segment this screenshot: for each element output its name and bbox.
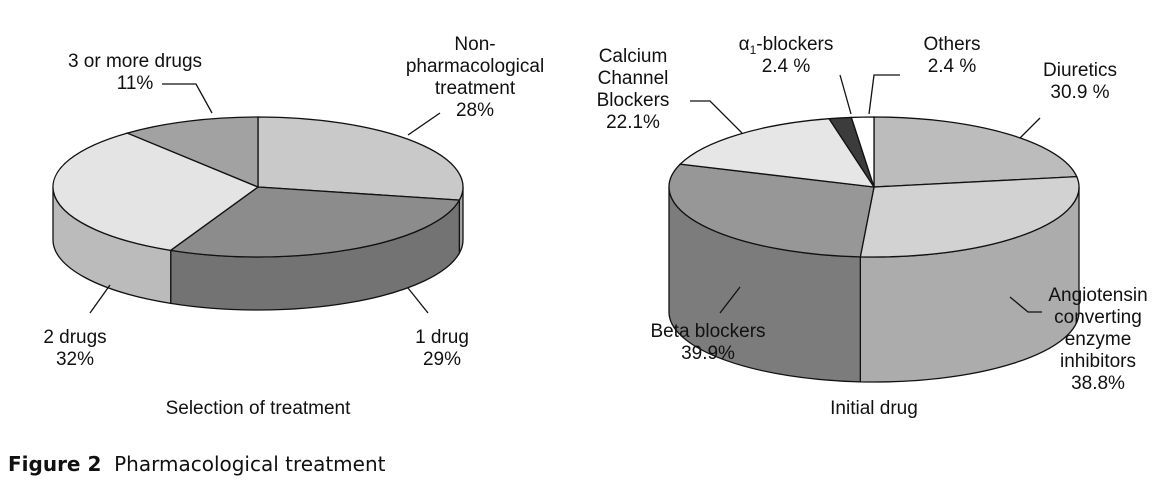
leader-line [1019,117,1041,139]
leader-line [1009,296,1042,313]
pie-slice-angiotensin-converting-enzyme-inhibitors [859,175,1080,258]
chart-title-initial-drug: Initial drug [830,398,918,419]
leader-line [89,284,111,314]
leader-line [162,83,213,114]
pie-slice-3-or-more-drugs [125,116,259,188]
pie-slice-non-pharmacological-treatment [257,116,464,201]
pie-slice-2-drugs [52,132,260,252]
leader-line [407,287,429,314]
figure-title: Pharmacological treatment [114,452,386,476]
pie-slice-1-drug [169,186,461,258]
leader-line [407,112,441,136]
leader-line [690,100,743,134]
leader-line [868,74,900,115]
pie-slice-diuretics [873,116,1078,188]
leader-line [839,74,852,115]
figure-number: Figure 2 [8,452,102,476]
pie-slice-others [850,116,875,188]
pie-slice-calcium-channel-blockers [678,118,876,188]
chart-title-selection-of-treatment: Selection of treatment [166,398,352,419]
leader-line [719,286,741,314]
pie-slice-beta-blockers [668,163,875,258]
figure-caption: Figure 2 Pharmacological treatment [8,452,386,476]
